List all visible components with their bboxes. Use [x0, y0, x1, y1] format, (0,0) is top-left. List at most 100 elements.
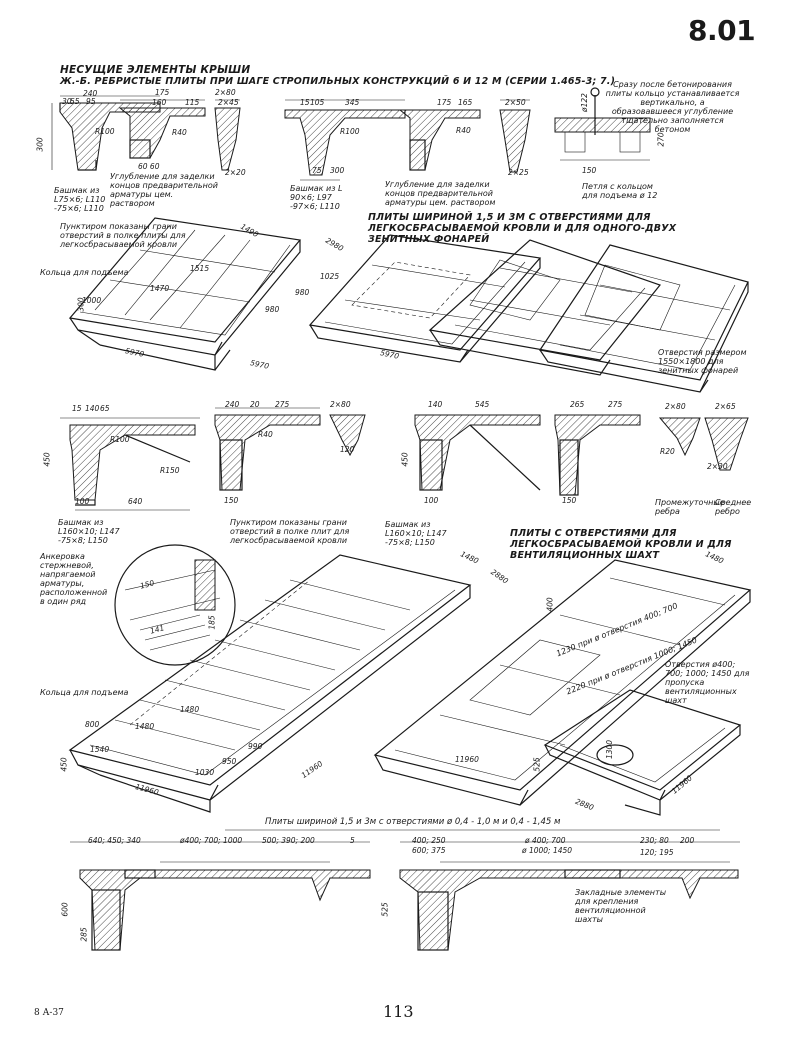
dim-label: 1025	[320, 272, 340, 281]
note-dashed-edges-2: Пунктиром показаны грани отверстий в пол…	[230, 518, 350, 545]
dim-label: 185	[207, 615, 217, 630]
dim-label: 65	[100, 404, 110, 413]
dim-label: 75	[312, 166, 322, 175]
dim-label: 115	[185, 98, 200, 107]
dim-label: 265	[570, 400, 585, 409]
section-l-drawing	[399, 841, 740, 951]
dim-label: 1470	[150, 284, 170, 293]
note-post-concrete: Сразу после бетонирования плиты кольцо у…	[605, 80, 740, 134]
dim-label: 120; 195	[640, 848, 674, 857]
dim-label: 300	[35, 137, 45, 152]
dim-label: 400	[545, 597, 555, 612]
dim-label: ø 1000; 1450	[522, 846, 573, 855]
dim-label: R40	[456, 126, 471, 135]
dim-label: 640; 450; 340	[88, 836, 141, 845]
plate-6m-right-1	[428, 239, 661, 376]
note-lift-rings-1: Кольца для подъема	[40, 268, 129, 277]
note-recess-2: Углубление для заделки концов предварите…	[385, 180, 496, 207]
section-j-drawing	[658, 417, 749, 471]
note-dashed-edges-1: Пунктиром показаны грани отверстий в пол…	[60, 222, 186, 249]
note-recess-1: Углубление для заделки концов предварите…	[110, 172, 218, 208]
dim-label: 450	[400, 452, 410, 467]
dim-label: 175	[155, 88, 170, 97]
section-f-drawing	[60, 417, 200, 511]
dim-label: 105	[310, 98, 325, 107]
note-skylight-openings: Отверстия размером 1550×1800 для зенитны…	[658, 348, 747, 375]
note-middle-rib: Среднее ребро	[715, 498, 752, 516]
dim-label: 1030	[195, 768, 215, 777]
dim-label: 150	[562, 496, 577, 505]
dim-label: 600; 375	[412, 846, 446, 855]
note-shoe-3: Башмак из L160×10; L147 -75×8; L150	[58, 518, 120, 545]
dim-label: 525	[380, 902, 390, 917]
dim-label: 160	[152, 98, 167, 107]
note-anchorage: Анкеровка стержневой, напрягаемой армату…	[40, 552, 108, 606]
note-intermediate-ribs: Промежуточные ребра	[655, 498, 725, 516]
dim-label: 2×25	[508, 168, 529, 177]
plate-12m-left	[68, 554, 472, 813]
section-h-drawing	[414, 414, 541, 491]
dim-label: 2×20	[225, 168, 246, 177]
plate-6m-left	[68, 217, 302, 371]
dim-label: R40	[258, 430, 273, 439]
dim-label: 2×30	[707, 462, 728, 471]
dim-label: ø 400; 700	[525, 836, 566, 845]
dim-label: 15	[300, 98, 310, 107]
dim-label: ø400; 700; 1000	[180, 836, 243, 845]
dim-label: 1000	[82, 296, 102, 305]
dim-label: 100	[75, 497, 90, 506]
plate-12m-right	[373, 559, 752, 806]
dim-label: R40	[172, 128, 187, 137]
plate-6m-middle	[308, 234, 542, 363]
heading-plates-1: ПЛИТЫ ШИРИНОЙ 1,5 И 3М С ОТВЕРСТИЯМИ ДЛЯ…	[368, 212, 677, 245]
dim-label: 545	[475, 400, 490, 409]
anchorage-detail	[114, 544, 236, 666]
dim-label: 285	[79, 927, 89, 942]
section-title: НЕСУЩИЕ ЭЛЕМЕНТЫ КРЫШИ	[60, 64, 251, 76]
dim-label: 175	[437, 98, 452, 107]
dim-label: 2×80	[330, 400, 351, 409]
dim-label: 240	[225, 400, 240, 409]
note-embedded: Закладные элементы для крепления вентиля…	[575, 888, 667, 924]
note-vent-openings: Отверстия ø400; 700; 1000; 1450 для проп…	[665, 660, 750, 705]
dim-label: 2×65	[715, 402, 736, 411]
dim-label: 950	[222, 757, 237, 766]
dim-label: 270	[656, 132, 666, 147]
dim-label: 980	[265, 305, 280, 314]
dim-label: 2×50	[505, 98, 526, 107]
dim-label: 990	[248, 742, 263, 751]
note-shoe-1: Башмак из L75×6; L110 -75×6; L110	[54, 186, 106, 213]
dim-label: 95	[86, 97, 96, 106]
dim-label: 1300	[605, 739, 615, 760]
dim-label: 1480	[180, 705, 200, 714]
note-loop: Петля с кольцом для подъема ø 12	[582, 182, 658, 200]
dim-label: 60 60	[138, 162, 160, 171]
dim-label: 980	[295, 288, 310, 297]
sheet-number: 8.01	[688, 14, 756, 47]
section-i-drawing	[554, 414, 641, 496]
dim-label: 1540	[90, 745, 110, 754]
section-e-drawing	[554, 87, 651, 161]
dim-label: 15	[72, 404, 82, 413]
dim-label: 5	[350, 836, 355, 845]
dim-label: 140	[85, 404, 100, 413]
footer-code: 8 А-37	[34, 1008, 64, 1018]
dim-label: 300	[330, 166, 345, 175]
note-shoe-4: Башмак из L160×10; L147 -75×8; L150	[385, 520, 447, 547]
dim-label: 2×45	[218, 98, 239, 107]
dim-label: 800	[85, 720, 100, 729]
note-shoe-2: Башмак из L 90×6; L97 -97×6; L110	[290, 184, 343, 211]
page-number: 113	[383, 1002, 414, 1021]
plates-caption: Плиты шириной 1,5 и 3м с отверстиями ø 0…	[265, 817, 561, 827]
dim-label: 2×80	[665, 402, 686, 411]
dim-label: R100	[95, 127, 115, 136]
dim-label: 230; 80	[640, 836, 669, 845]
dim-label: 450	[42, 452, 52, 467]
section-b-drawing	[118, 99, 241, 171]
dim-label: 1515	[190, 264, 210, 273]
dim-label: 20	[250, 400, 260, 409]
plate-6m-right-2	[538, 244, 749, 393]
dim-label: R20	[660, 447, 675, 456]
section-d-drawing	[398, 99, 531, 173]
